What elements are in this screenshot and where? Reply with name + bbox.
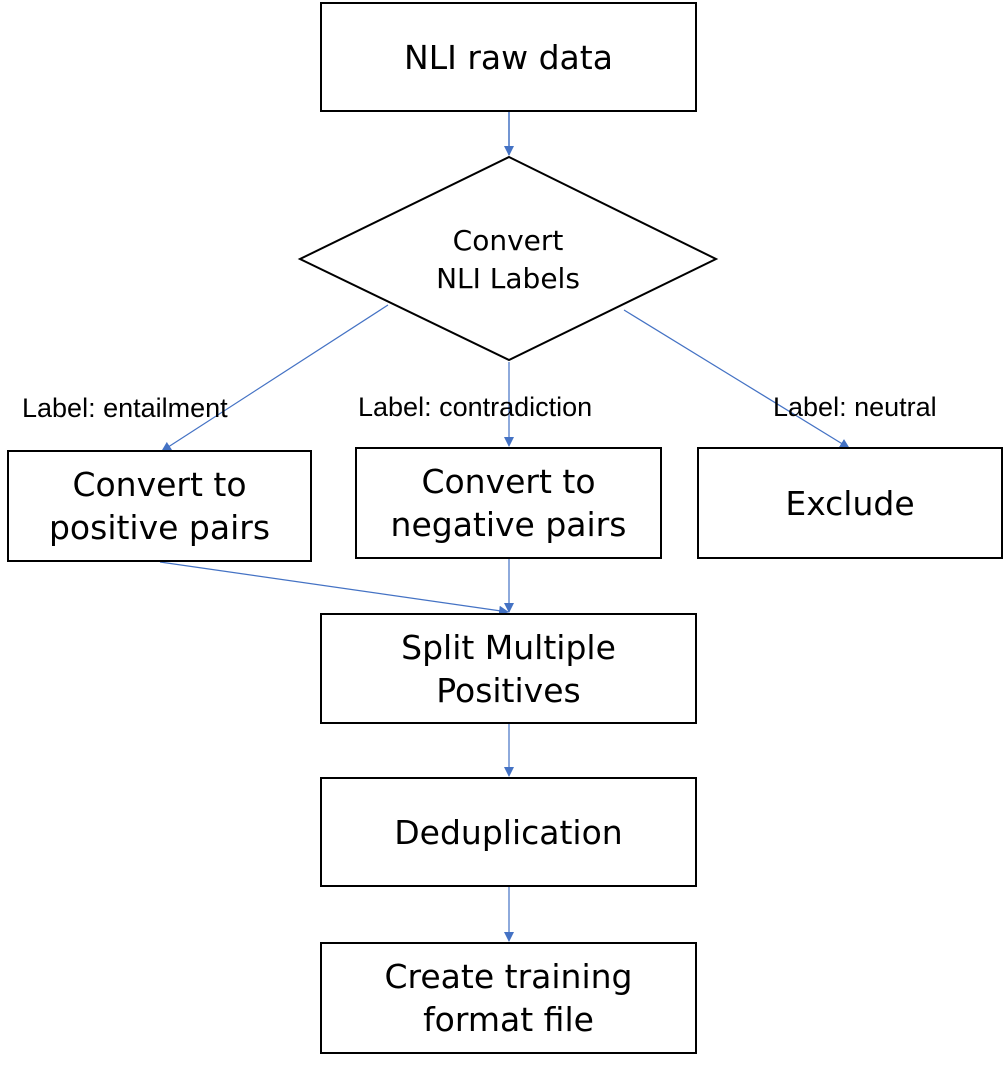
decision-convert-labels: Convert NLI Labels — [436, 224, 580, 295]
node-exclude: Exclude — [697, 447, 1003, 559]
node-nli-raw-data: NLI raw data — [320, 2, 697, 112]
arrow-positive-to-split — [159, 561, 509, 616]
edge-label-neutral: Label: neutral — [773, 392, 937, 422]
node-convert-negative-pairs: Convert to negative pairs — [355, 447, 662, 559]
decision-diamond — [297, 155, 719, 362]
node-deduplication: Deduplication — [320, 777, 697, 887]
edge-label-entailment: Label: entailment — [22, 393, 228, 423]
arrow-decision-to-exclude — [623, 309, 850, 449]
node-create-training-format-file: Create training format file — [320, 942, 697, 1054]
node-split-multiple-positives: Split Multiple Positives — [320, 613, 697, 724]
arrow-decision-to-positive — [161, 304, 389, 452]
edge-label-contradiction: Label: contradiction — [358, 392, 593, 422]
node-convert-positive-pairs: Convert to positive pairs — [7, 450, 312, 562]
